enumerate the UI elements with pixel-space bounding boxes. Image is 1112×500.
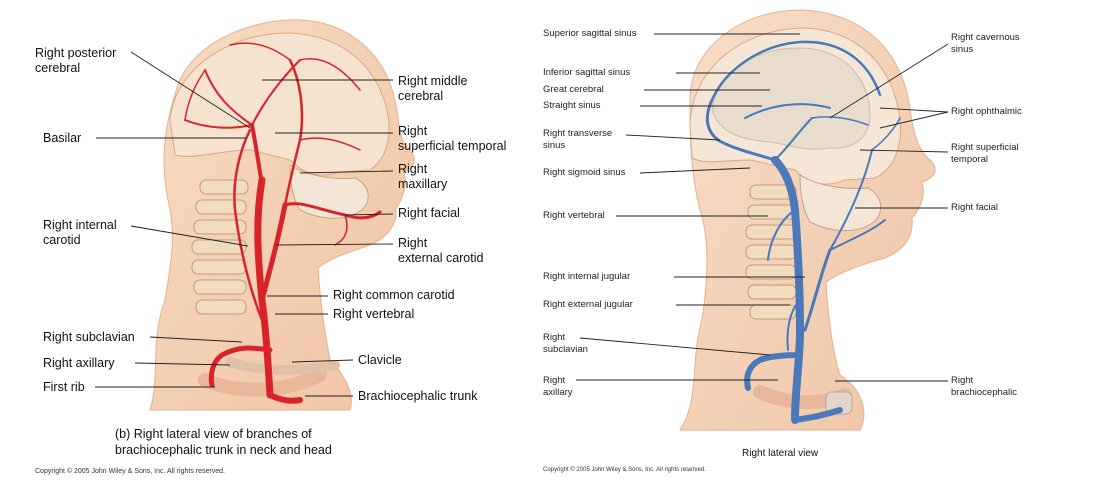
label-right-superficial-temporal: Right superficial temporal [398, 124, 507, 153]
label-superior-sagittal-sinus: Superior sagittal sinus [543, 28, 637, 39]
left-first-rib [198, 368, 327, 397]
label-right-external-jugular: Right external jugular [543, 299, 633, 310]
right-clavicle-cut [825, 391, 853, 415]
label-right-ophthalmic: Right ophthalmic [951, 106, 1022, 117]
label-right-sigmoid-sinus: Right sigmoid sinus [543, 167, 626, 178]
label-right-axillary: Right axillary [43, 356, 115, 370]
label-right-subclavian-vein: Right subclavian [543, 332, 588, 355]
right-veins [705, 40, 901, 424]
right-figure-artwork [679, 9, 936, 431]
label-right-subclavian: Right subclavian [43, 330, 135, 344]
right-copyright: Copyright © 2005 John Wiley & Sons, Inc.… [543, 467, 706, 473]
label-basilar: Basilar [43, 131, 82, 145]
label-right-brachiocephalic: Right brachiocephalic [951, 375, 1018, 398]
left-cervical-spine [191, 179, 249, 315]
label-clavicle: Clavicle [358, 353, 402, 367]
label-right-maxillary: Right maxillary [398, 162, 448, 191]
left-arteries [184, 42, 382, 404]
label-right-middle-cerebral: Right middle cerebral [398, 74, 468, 103]
label-great-cerebral: Great cerebral [543, 84, 604, 95]
label-right-vertebral-artery: Right vertebral [333, 307, 415, 321]
label-right-internal-carotid: Right internal carotid [43, 218, 117, 247]
label-right-internal-jugular: Right internal jugular [543, 271, 631, 282]
label-right-cavernous-sinus: Right cavernous sinus [951, 32, 1020, 55]
label-right-axillary-vein: Right axillary [543, 375, 573, 398]
right-caption: Right lateral view [742, 448, 819, 459]
right-cervical-spine [745, 184, 797, 320]
label-inferior-sagittal-sinus: Inferior sagittal sinus [543, 67, 631, 78]
left-copyright: Copyright © 2005 John Wiley & Sons, Inc.… [35, 468, 225, 475]
left-figure-artwork [149, 19, 415, 411]
left-clavicle [225, 357, 340, 375]
left-leader-lines [95, 51, 394, 397]
label-straight-sinus: Straight sinus [543, 100, 601, 111]
label-right-external-carotid: Right external carotid [398, 236, 484, 265]
label-right-common-carotid: Right common carotid [333, 288, 455, 302]
label-right-posterior-cerebral: Right posterior cerebral [35, 46, 117, 75]
label-first-rib: First rib [43, 380, 85, 394]
label-right-vertebral-vein: Right vertebral [543, 210, 605, 221]
right-leader-lines [576, 33, 949, 382]
label-right-transverse-sinus: Right transverse sinus [543, 128, 613, 151]
label-brachiocephalic-trunk: Brachiocephalic trunk [358, 389, 478, 403]
left-skull [169, 32, 390, 176]
left-caption: (b) Right lateral view of branches of br… [115, 427, 332, 457]
label-right-superficial-temporal-vein: Right superficial temporal [951, 142, 1019, 165]
label-right-facial-vein: Right facial [951, 202, 998, 213]
label-right-facial: Right facial [398, 206, 460, 220]
